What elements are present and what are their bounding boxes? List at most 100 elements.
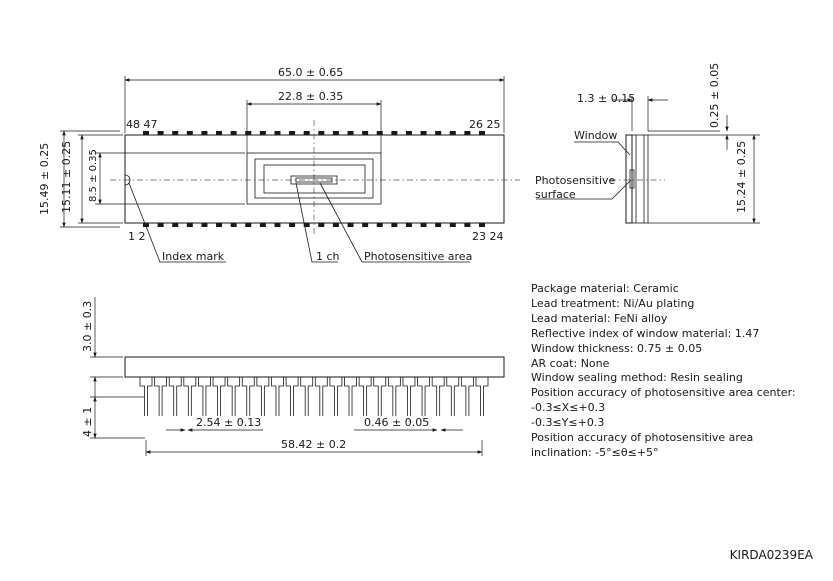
bottom-pin (449, 223, 456, 227)
front-lead (212, 376, 226, 416)
front-lead (344, 376, 357, 416)
top-pin (362, 131, 369, 135)
front-lead (431, 376, 445, 416)
front-lead (285, 376, 299, 416)
spec-note-line: Position accuracy of photosensitive area… (531, 386, 796, 400)
bottom-pin (172, 223, 179, 227)
index-mark (124, 174, 131, 186)
front-lead (358, 376, 372, 416)
pin-label-26-25: 26 25 (469, 118, 501, 131)
bottom-pin (464, 223, 471, 227)
top-pin (289, 131, 296, 135)
bottom-pin (391, 223, 398, 227)
bottom-pin (186, 223, 193, 227)
top-pin (303, 131, 310, 135)
top-pin (318, 131, 325, 135)
bottom-pin (230, 223, 237, 227)
spec-note-line: -0.3≤X≤+0.3 (531, 401, 606, 415)
spec-note-line: Window thickness: 0.75 ± 0.05 (531, 341, 703, 355)
bottom-pin (143, 223, 149, 227)
front-lead (329, 376, 343, 416)
top-pin (479, 131, 485, 135)
window-label: Window (574, 129, 617, 142)
bottom-pin (289, 223, 296, 227)
window-outline (246, 152, 382, 205)
bottom-pin (420, 223, 427, 227)
bottom-pin (245, 223, 252, 227)
overall-length-dim: 65.0 ± 0.65 (278, 66, 343, 79)
front-lead (139, 376, 153, 416)
bottom-pin (201, 223, 208, 227)
lead-width-dim: 0.46 ± 0.05 (364, 416, 429, 429)
front-lead (183, 376, 197, 416)
bottom-pin (274, 223, 281, 227)
front-lead (168, 376, 182, 416)
bottom-pin (479, 223, 485, 227)
bottom-pin (332, 223, 339, 227)
top-pin (157, 131, 164, 135)
top-pin (405, 131, 412, 135)
top-pin (376, 131, 383, 135)
front-lead (227, 376, 241, 416)
side-width-dim: 1.3 ± 0.15 (577, 92, 635, 105)
bottom-pin (376, 223, 383, 227)
front-lead (241, 376, 255, 416)
channel-label: 1 ch (316, 250, 340, 263)
spec-note-line: Position accuracy of photosensitive area (531, 431, 754, 445)
top-pin (143, 131, 149, 135)
top-pin (245, 131, 252, 135)
top-view: 48 47 26 25 1 2 23 24 65.0 ± 0.65 22.8 ±… (38, 66, 520, 263)
pin-pitch-dim: 2.54 ± 0.13 (196, 416, 261, 429)
top-pin (435, 131, 442, 135)
window-length-dim: 22.8 ± 0.35 (278, 90, 343, 103)
spec-note-line: Lead treatment: Ni/Au plating (531, 296, 695, 310)
top-pin (172, 131, 179, 135)
bottom-pin (318, 223, 325, 227)
pin-label-48-47: 48 47 (126, 118, 158, 131)
spec-note-line: AR coat: None (531, 356, 610, 370)
spec-note-line: Lead material: FeNi alloy (531, 311, 668, 325)
spec-note-line: Reflective index of window material: 1.4… (531, 326, 760, 340)
front-lead (256, 376, 270, 416)
front-lead (402, 376, 416, 416)
top-pin-row (143, 131, 485, 135)
photosensitive-area-label: Photosensitive area (364, 250, 472, 263)
front-lead-row (139, 376, 489, 416)
photosensitive-surface-label-1: Photosensitive (535, 174, 616, 187)
front-lead (154, 376, 168, 416)
bottom-pin (303, 223, 310, 227)
side-body (625, 134, 633, 224)
front-lead (198, 376, 211, 416)
drawing-code: KIRDA0239EA (729, 548, 813, 562)
row-pitch-dim: 15.24 ± 0.25 (735, 141, 748, 213)
bottom-pin (216, 223, 223, 227)
front-body (124, 356, 505, 378)
window-frame (254, 158, 374, 199)
top-pin (230, 131, 237, 135)
photosensitive-surface-marker (629, 169, 635, 189)
pin-span-dim: 58.42 ± 0.2 (281, 438, 346, 451)
front-lead (446, 376, 460, 416)
pin-label-23-24: 23 24 (472, 230, 504, 243)
front-view: 3.0 ± 0.3 4 ± 1 2.54 ± 0.13 0.46 ± 0.05 … (81, 297, 505, 456)
photosensitive-area (290, 175, 338, 185)
side-view: 1.3 ± 0.15 0.25 ± 0.05 15.24 ± 0.25 Wind… (535, 63, 760, 224)
top-pin (449, 131, 456, 135)
photosensitive-surface-label-2: surface (535, 188, 576, 201)
bottom-pin-row (143, 223, 485, 227)
top-pin (186, 131, 193, 135)
top-pin (201, 131, 208, 135)
spec-note-line: Window sealing method: Resin sealing (531, 371, 743, 385)
front-lead (460, 376, 474, 416)
bottom-pin (362, 223, 369, 227)
index-mark-label: Index mark (162, 250, 225, 263)
spec-note-line: -0.3≤Y≤+0.3 (531, 416, 605, 430)
front-lead (417, 376, 430, 416)
top-pin (347, 131, 354, 135)
bottom-pin (347, 223, 354, 227)
height-inner-dim: 15.11 ± 0.25 (60, 141, 73, 213)
side-thickness-dim: 0.25 ± 0.05 (708, 63, 721, 128)
front-lead (314, 376, 328, 416)
